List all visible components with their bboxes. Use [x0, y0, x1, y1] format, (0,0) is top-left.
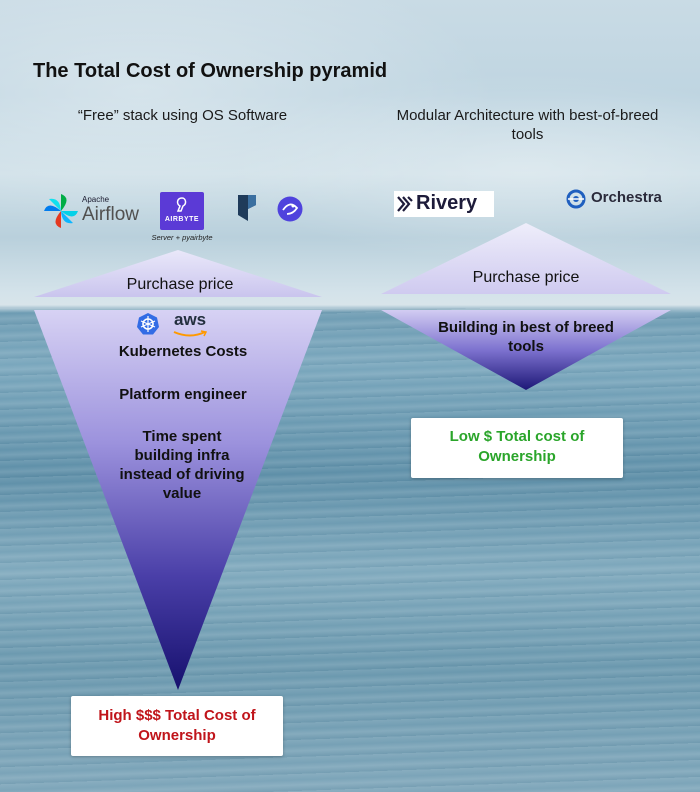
aws-smile-icon [173, 330, 208, 337]
prefect-icon [238, 195, 256, 221]
right-subtitle: Modular Architecture with best-of-breed … [396, 107, 659, 143]
low-cost-callout: Low $ Total cost of Ownership [411, 418, 623, 478]
airbyte-caption: Server + pyairbyte [151, 233, 213, 242]
left-item-platform-engineer: Platform engineer [119, 386, 247, 403]
right-purchase-price: Purchase price [472, 269, 580, 286]
rivery-text: Rivery [416, 192, 478, 214]
airbyte-text: AIRBYTE [164, 216, 200, 223]
kubernetes-icon [137, 313, 159, 335]
right-pyramid-top [381, 223, 671, 294]
rivery-mark-icon [397, 196, 413, 212]
left-purchase-price: Purchase price [126, 276, 234, 293]
airflow-pinwheel-icon [44, 194, 78, 228]
left-subtitle: “Free” stack using OS Software [77, 107, 288, 124]
aws-logo: aws [170, 310, 210, 338]
right-pyramid-bottom [381, 310, 671, 390]
airflow-small-text: Apache [82, 195, 110, 204]
airbyte-mark-icon [176, 197, 187, 212]
left-item-kubernetes: Kubernetes Costs [118, 343, 248, 360]
aws-text: aws [174, 310, 207, 329]
page-title: The Total Cost of Ownership pyramid [33, 60, 388, 82]
high-cost-callout: High $$$ Total Cost of Ownership [71, 696, 283, 756]
orchestra-logo: Orchestra [566, 187, 696, 211]
airflow-big-text: Airflow [82, 204, 140, 225]
left-pyramid-top [34, 250, 322, 297]
right-item-best-of-breed: Building in best of breed tools [438, 319, 614, 355]
dagster-icon [277, 196, 303, 222]
airbyte-logo: AIRBYTE [160, 192, 204, 230]
left-pyramid-bottom [34, 310, 322, 690]
rivery-logo: Rivery [394, 191, 494, 217]
orchestra-mark-icon [566, 189, 586, 209]
left-item-time-spent: Time spent building infra instead of dri… [119, 428, 245, 502]
orchestra-text: Orchestra [591, 189, 662, 206]
airflow-logo: Apache Airflow [42, 192, 142, 232]
